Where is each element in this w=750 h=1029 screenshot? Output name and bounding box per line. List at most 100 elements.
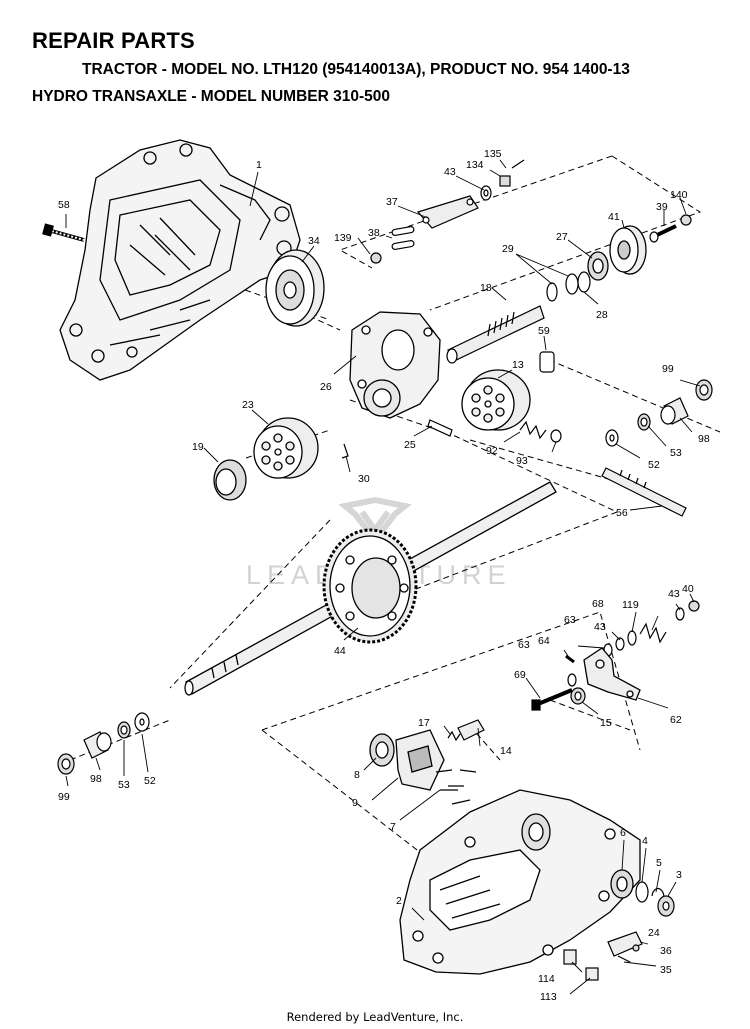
callout-23: 23 [242,399,254,411]
nut-part-134 [499,175,511,187]
input-shaft-part-18 [446,305,545,364]
callout-99-right: 99 [662,363,674,375]
callout-68: 68 [592,598,604,610]
callout-30: 30 [358,473,370,485]
spring-part-17 [447,730,461,742]
callout-114: 114 [538,973,555,985]
callout-62: 62 [670,714,682,726]
callout-7: 7 [390,821,396,833]
leader-lines [65,159,701,995]
callout-5: 5 [656,857,662,869]
brake-disc-parts-7 [435,769,477,805]
callout-92: 92 [486,445,498,457]
transaxle-line: HYDRO TRANSAXLE - MODEL NUMBER 310-500 [32,88,390,105]
callout-2: 2 [396,895,402,907]
pin-part-59 [539,351,555,373]
callout-134: 134 [466,159,484,171]
callout-98-right: 98 [698,433,710,445]
bushing-part-98-right [660,397,689,425]
plug-part-113 [585,967,599,981]
washer-part-63-lower [567,673,577,687]
callout-34: 34 [308,235,320,247]
footer-credit: Rendered by LeadVenture, Inc. [286,1010,464,1024]
fitting-part-114 [563,949,577,965]
washer-part-3 [657,895,675,917]
callout-56: 56 [616,507,628,519]
callout-15: 15 [600,717,612,729]
shaft-part-56 [601,467,687,517]
pulley-part-34 [265,249,325,327]
callout-140: 140 [670,189,688,201]
callout-3: 3 [676,869,682,881]
callout-41: 41 [608,211,620,223]
callout-139: 139 [334,232,352,244]
callout-25: 25 [404,439,416,451]
rings-part-29 [546,273,579,302]
callout-52-right: 52 [648,459,660,471]
brake-lever-part-62 [583,647,641,701]
callout-63-lower: 63 [518,639,530,651]
callout-53-left: 53 [118,779,130,791]
ring-part-53-right [637,413,651,431]
nut-part-139 [370,252,382,264]
callout-38: 38 [368,227,380,239]
bolt-part-69 [531,688,573,711]
seal-part-99-right [695,379,713,401]
callout-4: 4 [642,835,648,847]
callout-63-upper: 63 [564,614,576,626]
callout-19: 19 [192,441,204,453]
callout-14: 14 [500,745,512,757]
screw-part-135 [511,159,525,169]
shift-lever-part-14 [457,719,485,741]
callout-135: 135 [484,148,502,160]
pins-part-38 [391,226,415,250]
callout-28: 28 [596,309,608,321]
washer-part-43-mid [615,637,625,651]
callout-37: 37 [386,196,398,208]
callout-59: 59 [538,325,550,337]
callout-53-right: 53 [670,447,682,459]
callout-27: 27 [556,231,568,243]
callout-58: 58 [58,199,70,211]
callout-69: 69 [514,669,526,681]
motor-cylinder-block-part-23 [253,417,319,479]
callout-36: 36 [660,945,672,957]
washer-part-43-top [480,185,492,201]
bearing-part-27 [587,251,609,281]
plate-part-24 [607,931,643,957]
callout-9: 9 [352,797,358,809]
callout-64: 64 [538,635,550,647]
ring-part-4 [635,881,649,903]
callout-17: 17 [418,717,430,729]
callout-24: 24 [648,927,660,939]
callout-8: 8 [354,769,360,781]
bolt-part-58 [42,223,85,242]
page-title: REPAIR PARTS [32,28,195,53]
bolt-part-36 [632,944,640,952]
callout-113: 113 [540,991,557,1003]
callout-40: 40 [682,583,694,595]
pin-part-30 [341,443,349,459]
washer-part-28 [577,271,591,293]
callout-29: 29 [502,243,514,255]
differential-gear-part-44 [322,528,418,644]
callout-44: 44 [334,645,346,657]
callout-43-mid: 43 [594,621,606,633]
nut-part-40 [688,600,700,612]
spring-part-92 [519,420,547,440]
pin-part-64 [565,654,575,664]
seal-part-15 [570,687,586,705]
ring-part-53-left [117,721,131,739]
valve-part-25 [427,419,453,437]
brake-pad-part-9 [395,729,445,791]
callout-99-left: 99 [58,791,70,803]
bushing-part-98-left [83,731,112,759]
washer-part-52-left [134,712,150,732]
callout-labels: 1 58 34 135 134 43 37 38 139 140 39 41 2… [58,148,710,1003]
center-case-part-26 [349,311,441,419]
model-line: TRACTOR - MODEL NO. LTH120 (954140013A),… [82,61,630,78]
washer-part-68 [627,630,637,646]
bearing-part-8 [369,733,395,767]
callout-39: 39 [656,201,668,213]
